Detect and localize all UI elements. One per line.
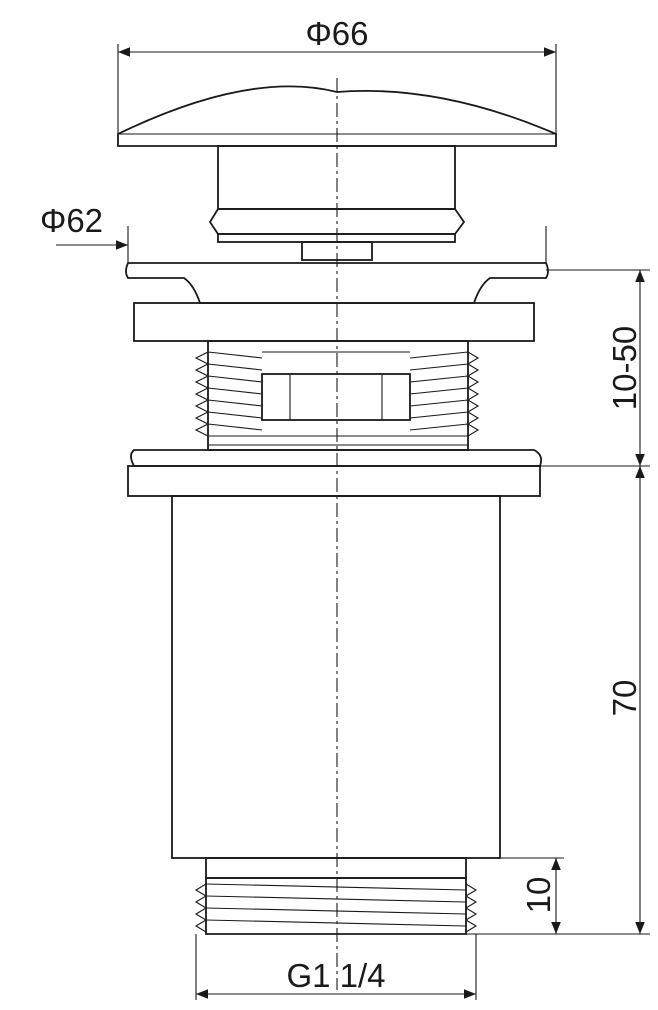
adjustable-height-label: 10-50 <box>606 326 643 410</box>
cap <box>117 85 557 147</box>
body-height-label: 70 <box>606 680 643 717</box>
top-diameter-label: Φ66 <box>305 15 368 52</box>
top-nut <box>133 302 535 342</box>
flange-diameter-label: Φ62 <box>40 202 103 239</box>
dim-thread-size: G1 1/4 <box>195 934 477 1000</box>
dim-adjustable-height: 10-50 <box>540 269 650 467</box>
body <box>171 495 501 859</box>
lower-nut <box>127 449 543 497</box>
bottom-thread <box>194 857 478 935</box>
dim-body-height: 70 <box>466 466 650 935</box>
thread-size-label: G1 1/4 <box>286 957 385 994</box>
upper-thread <box>194 340 480 451</box>
dim-thread-height: 10 <box>500 857 564 934</box>
dim-flange-diameter: Φ62 <box>40 202 547 263</box>
dim-top-diameter: Φ66 <box>117 15 557 134</box>
stem <box>208 145 466 261</box>
thread-height-label: 10 <box>520 877 557 914</box>
